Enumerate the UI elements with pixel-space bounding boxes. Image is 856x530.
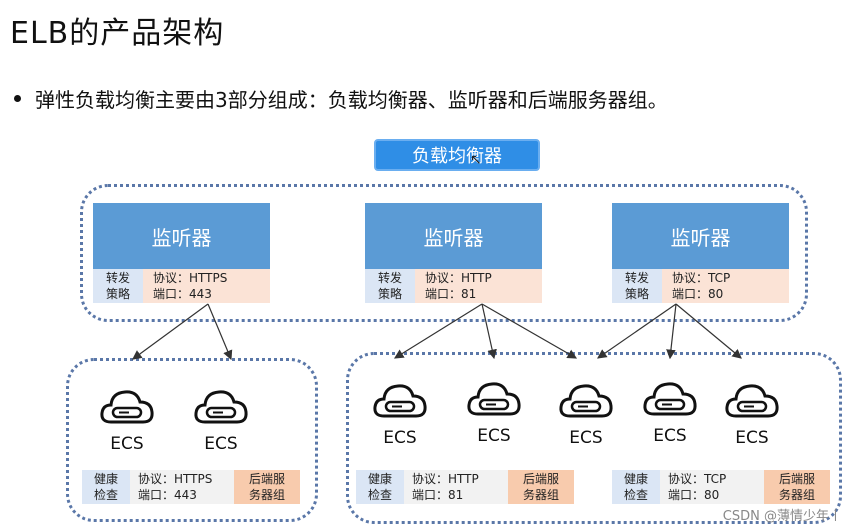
health-check-label: 健康 检查: [356, 470, 404, 504]
bullet-point: 弹性负载均衡主要由3部分组成：负载均衡器、监听器和后端服务器组。: [14, 84, 668, 113]
policy-label: 转发 策略: [365, 269, 415, 303]
listener-protocol: 协议：HTTPS: [153, 271, 228, 285]
arrow-line: [481, 303, 497, 360]
ecs-server[interactable]: ECS: [640, 378, 700, 446]
ecs-label: ECS: [110, 434, 144, 454]
load-balancer-boundary: [80, 184, 808, 322]
ecs-label: ECS: [383, 428, 417, 448]
arrow-line: [666, 303, 677, 360]
cloud-server-icon: [373, 384, 427, 418]
cloud-server-icon: [467, 382, 521, 416]
backend-group-label: 后端服 务器组: [234, 470, 300, 504]
backend-group-3[interactable]: 健康 检查 协议：TCP 端口：80 后端服 务器组: [612, 470, 830, 504]
ecs-server[interactable]: ECS: [556, 380, 616, 448]
health-protocol: 协议：HTTP: [412, 472, 479, 486]
backend-group-2[interactable]: 健康 检查 协议：HTTP 端口：81 后端服 务器组: [356, 470, 574, 504]
ecs-label: ECS: [653, 426, 687, 446]
cloud-server-icon: [194, 390, 248, 424]
listener-protocol: 协议：TCP: [672, 271, 731, 285]
health-protocol: 协议：TCP: [668, 472, 727, 486]
listener-1[interactable]: 监听器 转发 策略 协议：HTTPS 端口：443: [93, 203, 270, 303]
bullet-text: 弹性负载均衡主要由3部分组成：负载均衡器、监听器和后端服务器组。: [35, 88, 668, 112]
cloud-server-icon: [643, 382, 697, 416]
bullet-dot-icon: [14, 95, 21, 102]
health-check-label: 健康 检查: [612, 470, 660, 504]
ecs-server[interactable]: ECS: [191, 386, 251, 454]
health-port: 端口：443: [138, 488, 197, 502]
listener-2[interactable]: 监听器 转发 策略 协议：HTTP 端口：81: [365, 203, 542, 303]
ecs-server[interactable]: ECS: [97, 386, 157, 454]
listener-protocol: 协议：HTTP: [425, 271, 492, 285]
ecs-label: ECS: [477, 426, 511, 446]
cloud-server-icon: [100, 390, 154, 424]
listener-port: 端口：81: [425, 287, 477, 301]
health-port: 端口：80: [668, 488, 720, 502]
listener-3[interactable]: 监听器 转发 策略 协议：TCP 端口：80: [612, 203, 789, 303]
arrow-line: [207, 303, 233, 361]
arrow-line: [132, 303, 209, 360]
health-check-label: 健康 检查: [82, 470, 130, 504]
ecs-server[interactable]: ECS: [370, 380, 430, 448]
listener-title: 监听器: [612, 203, 789, 269]
page-title: ELB的产品架构: [10, 16, 225, 51]
backend-boundary-right: [346, 352, 842, 524]
backend-group-1[interactable]: 健康 检查 协议：HTTPS 端口：443 后端服 务器组: [82, 470, 300, 504]
cloud-server-icon: [559, 384, 613, 418]
policy-label: 转发 策略: [93, 269, 143, 303]
arrow-line: [481, 303, 578, 359]
ecs-label: ECS: [735, 428, 769, 448]
listener-port: 端口：443: [153, 287, 212, 301]
ecs-server[interactable]: ECS: [722, 380, 782, 448]
ecs-server[interactable]: ECS: [464, 378, 524, 446]
arrow-line: [597, 303, 677, 359]
cloud-server-icon: [725, 384, 779, 418]
health-port: 端口：81: [412, 488, 464, 502]
ecs-label: ECS: [569, 428, 603, 448]
mouse-cursor-icon: ↖: [470, 152, 482, 168]
listener-port: 端口：80: [672, 287, 724, 301]
backend-group-label: 后端服 务器组: [764, 470, 830, 504]
backend-boundary-left: [66, 358, 318, 522]
backend-group-label: 后端服 务器组: [508, 470, 574, 504]
arrow-line: [675, 303, 742, 359]
listener-title: 监听器: [365, 203, 542, 269]
listener-title: 监听器: [93, 203, 270, 269]
health-protocol: 协议：HTTPS: [138, 472, 213, 486]
arrow-line: [393, 303, 483, 359]
ecs-label: ECS: [204, 434, 238, 454]
load-balancer-button[interactable]: 负载均衡器: [374, 139, 540, 171]
policy-label: 转发 策略: [612, 269, 662, 303]
watermark: CSDN @薄情少年丨: [722, 509, 842, 524]
